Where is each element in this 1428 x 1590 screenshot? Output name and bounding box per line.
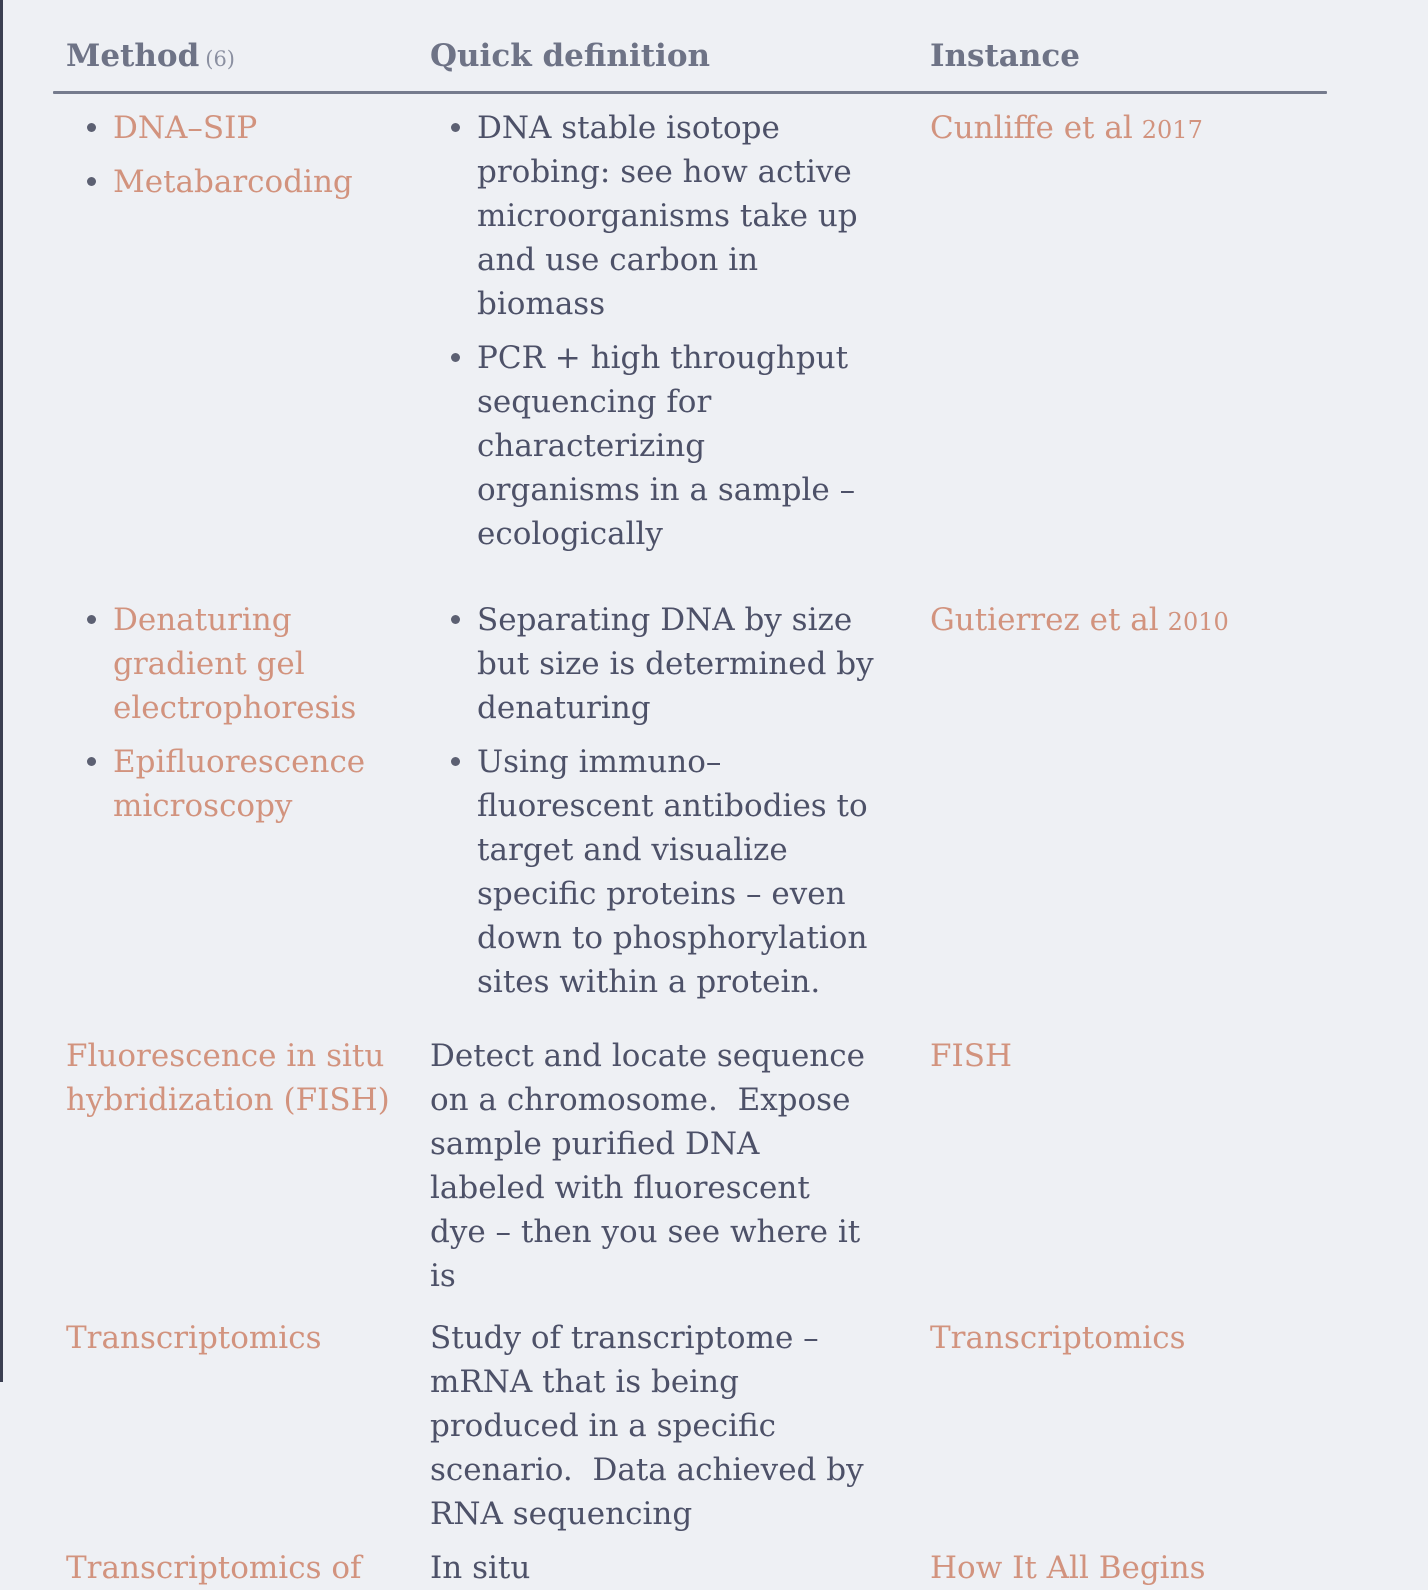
definition-cell: DNA stable isotope probing: see how acti… xyxy=(430,106,930,556)
method-text: Transcriptomics of xyxy=(66,1550,362,1586)
method-item: DNA–SIP xyxy=(87,106,430,150)
definition-cell: Detect and locate sequence on a chromoso… xyxy=(430,1034,930,1298)
instance-cell: How It All Begins xyxy=(930,1546,1428,1590)
table-row-clipped: Transcriptomics of In situ How It All Be… xyxy=(66,1546,1428,1590)
page-edge-bar xyxy=(0,0,3,1382)
instance-year: 2010 xyxy=(1167,608,1229,636)
method-list: Denaturing gradient gel electrophoresis … xyxy=(66,598,430,828)
instance-cell: Cunliffe et al 2017 xyxy=(930,106,1428,556)
column-header-method-label: Method xyxy=(66,38,200,74)
definition-item-text: PCR + high throughput sequencing for cha… xyxy=(477,340,865,552)
bullet-icon xyxy=(451,353,460,362)
bullet-icon xyxy=(87,757,96,766)
definition-text: In situ xyxy=(430,1550,531,1586)
column-header-instance-label: Instance xyxy=(930,38,1081,74)
table-header-row: Method(6) Quick definition Instance xyxy=(66,38,1428,77)
table-row: Denaturing gradient gel electrophoresis … xyxy=(66,598,1428,1004)
definition-item: Separating DNA by size but size is deter… xyxy=(451,598,930,730)
instance-year: 2017 xyxy=(1141,116,1203,144)
column-header-instance: Instance xyxy=(930,38,1428,77)
instance-reference: FISH xyxy=(930,1038,1013,1074)
method-item-label: Denaturing gradient gel electrophoresis xyxy=(113,602,357,726)
instance-reference: Transcriptomics xyxy=(930,1320,1186,1356)
table-row: Transcriptomics Study of transcriptome –… xyxy=(66,1316,1428,1536)
bullet-icon xyxy=(451,123,460,132)
method-cell: Denaturing gradient gel electrophoresis … xyxy=(66,598,430,1004)
method-count-badge: (6) xyxy=(205,47,235,71)
instance-cell: Gutierrez et al 2010 xyxy=(930,598,1428,1004)
method-item: Epifluorescence microscopy xyxy=(87,740,430,828)
instance-cell: Transcriptomics xyxy=(930,1316,1428,1536)
column-header-quick-definition-label: Quick definition xyxy=(430,38,711,74)
bullet-icon xyxy=(87,615,96,624)
definition-text: Detect and locate sequence on a chromoso… xyxy=(430,1038,875,1294)
instance-reference: Gutierrez et al xyxy=(930,602,1159,638)
method-item-label: DNA–SIP xyxy=(113,110,258,146)
column-header-quick-definition: Quick definition xyxy=(430,38,930,77)
method-cell: DNA–SIP Metabarcoding xyxy=(66,106,430,556)
definition-item: PCR + high throughput sequencing for cha… xyxy=(451,336,930,556)
table-row: DNA–SIP Metabarcoding DNA stable isotope… xyxy=(66,106,1428,556)
definition-item-text: Using immuno–fluorescent antibodies to t… xyxy=(477,744,878,1000)
table-row: Fluorescence in situ hybridization (FISH… xyxy=(66,1034,1428,1298)
definition-item: Using immuno–fluorescent antibodies to t… xyxy=(451,740,930,1004)
method-text: Transcriptomics xyxy=(66,1320,322,1356)
bullet-icon xyxy=(451,615,460,624)
method-item: Denaturing gradient gel electrophoresis xyxy=(87,598,430,730)
instance-cell: FISH xyxy=(930,1034,1428,1298)
definition-cell: In situ xyxy=(430,1546,930,1590)
definition-list: Separating DNA by size but size is deter… xyxy=(430,598,930,1004)
bullet-icon xyxy=(451,757,460,766)
method-cell: Transcriptomics of xyxy=(66,1546,430,1590)
definition-text: Study of transcriptome – mRNA that is be… xyxy=(430,1320,874,1532)
definition-item-text: Separating DNA by size but size is deter… xyxy=(477,602,884,726)
header-divider xyxy=(53,91,1327,94)
method-item-label: Epifluorescence microscopy xyxy=(113,744,366,824)
definition-item: DNA stable isotope probing: see how acti… xyxy=(451,106,930,326)
bullet-icon xyxy=(87,177,96,186)
instance-reference: How It All Begins xyxy=(930,1550,1206,1586)
method-item-label: Metabarcoding xyxy=(113,164,353,200)
method-list: DNA–SIP Metabarcoding xyxy=(66,106,430,204)
definition-list: DNA stable isotope probing: see how acti… xyxy=(430,106,930,556)
instance-reference: Cunliffe et al xyxy=(930,110,1133,146)
column-header-method: Method(6) xyxy=(66,38,430,77)
method-cell: Fluorescence in situ hybridization (FISH… xyxy=(66,1034,430,1298)
definition-cell: Study of transcriptome – mRNA that is be… xyxy=(430,1316,930,1536)
bullet-icon xyxy=(87,123,96,132)
method-item: Metabarcoding xyxy=(87,160,430,204)
method-text: Fluorescence in situ hybridization (FISH… xyxy=(66,1038,390,1118)
method-cell: Transcriptomics xyxy=(66,1316,430,1536)
definition-item-text: DNA stable isotope probing: see how acti… xyxy=(477,110,868,322)
definition-cell: Separating DNA by size but size is deter… xyxy=(430,598,930,1004)
